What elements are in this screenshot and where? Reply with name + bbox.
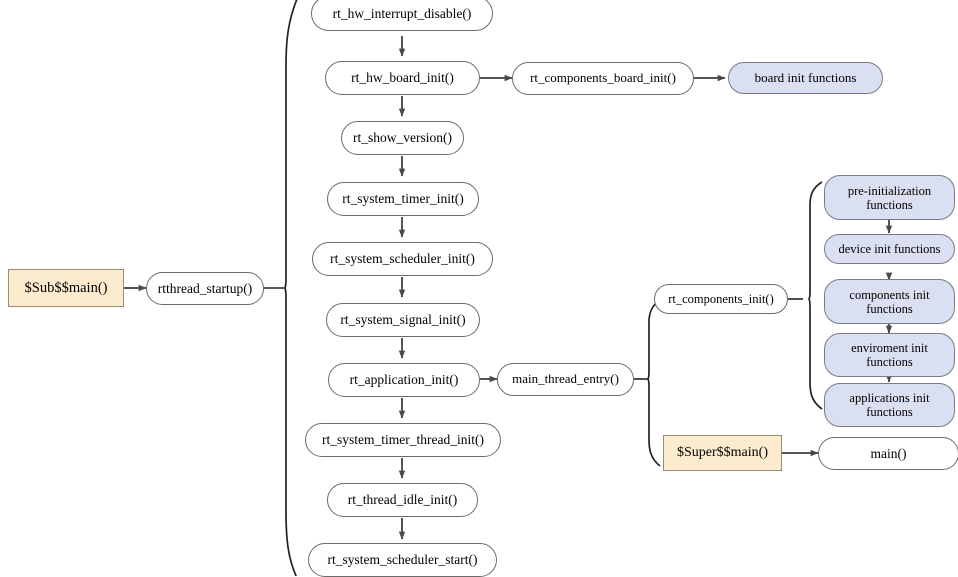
node-pre-initialization-functions-label: pre-initialization functions [847, 183, 932, 212]
node-enviroment-init-functions[interactable]: enviroment init functions [824, 333, 955, 377]
node-rt-system-timer-init-label: rt_system_timer_init() [342, 191, 464, 207]
node-rt-components-board-init-label: rt_components_board_init() [530, 70, 676, 86]
brace-init-functions-group [808, 181, 823, 410]
node-sub-main-label: $Sub$$main() [24, 279, 108, 296]
node-rt-hw-interrupt-disable-label: rt_hw_interrupt_disable() [332, 5, 472, 21]
node-components-init-functions-label: components init functions [849, 287, 930, 316]
node-rt-components-init[interactable]: rt_components_init() [654, 284, 788, 314]
node-applications-init-functions-label: applications init functions [849, 391, 930, 419]
node-rt-thread-idle-init-label: rt_thread_idle_init() [347, 492, 458, 508]
node-rtthread-startup[interactable]: rtthread_startup() [146, 272, 264, 305]
node-main-thread-entry-label: main_thread_entry() [512, 371, 619, 387]
node-rt-hw-board-init-label: rt_hw_board_init() [351, 70, 454, 86]
node-device-init-functions[interactable]: device init functions [824, 234, 955, 264]
node-pre-initialization-functions[interactable]: pre-initialization functions [824, 175, 955, 220]
node-main-label: main() [870, 445, 907, 461]
node-rt-system-scheduler-init[interactable]: rt_system_scheduler_init() [312, 242, 493, 276]
node-rt-hw-board-init[interactable]: rt_hw_board_init() [325, 61, 480, 95]
node-applications-init-functions[interactable]: applications init functions [824, 383, 955, 427]
node-rt-show-version[interactable]: rt_show_version() [341, 121, 464, 155]
node-main[interactable]: main() [818, 437, 958, 470]
node-rtthread-startup-label: rtthread_startup() [157, 280, 253, 296]
node-rt-system-scheduler-start-label: rt_system_scheduler_start() [327, 552, 478, 568]
node-rt-components-init-label: rt_components_init() [668, 292, 774, 306]
node-rt-system-scheduler-start[interactable]: rt_system_scheduler_start() [308, 543, 497, 577]
node-board-init-functions-label: board init functions [754, 69, 857, 85]
node-super-main[interactable]: $Super$$main() [663, 435, 782, 471]
node-rt-system-signal-init-label: rt_system_signal_init() [340, 312, 466, 328]
node-device-init-functions-label: device init functions [838, 242, 941, 256]
node-rt-system-timer-thread-init[interactable]: rt_system_timer_thread_init() [305, 423, 501, 457]
node-components-init-functions[interactable]: components init functions [824, 279, 955, 324]
node-rt-components-board-init[interactable]: rt_components_board_init() [512, 62, 694, 95]
node-rt-thread-idle-init[interactable]: rt_thread_idle_init() [327, 483, 478, 517]
node-sub-main[interactable]: $Sub$$main() [8, 269, 124, 307]
node-rt-system-scheduler-init-label: rt_system_scheduler_init() [330, 251, 475, 267]
node-rt-show-version-label: rt_show_version() [353, 130, 452, 146]
node-rt-system-timer-thread-init-label: rt_system_timer_thread_init() [322, 432, 484, 448]
node-rt-system-timer-init[interactable]: rt_system_timer_init() [327, 182, 479, 216]
node-rt-system-signal-init[interactable]: rt_system_signal_init() [326, 303, 480, 337]
brace-components-group [647, 299, 661, 467]
node-board-init-functions[interactable]: board init functions [728, 62, 883, 94]
node-rt-application-init-label: rt_application_init() [349, 372, 459, 388]
node-enviroment-init-functions-label: enviroment init functions [851, 341, 928, 369]
brace-startup-sequence [284, 0, 298, 576]
node-super-main-label: $Super$$main() [677, 445, 768, 461]
node-rt-application-init[interactable]: rt_application_init() [328, 363, 480, 397]
node-main-thread-entry[interactable]: main_thread_entry() [497, 363, 634, 396]
node-rt-hw-interrupt-disable[interactable]: rt_hw_interrupt_disable() [311, 0, 493, 31]
